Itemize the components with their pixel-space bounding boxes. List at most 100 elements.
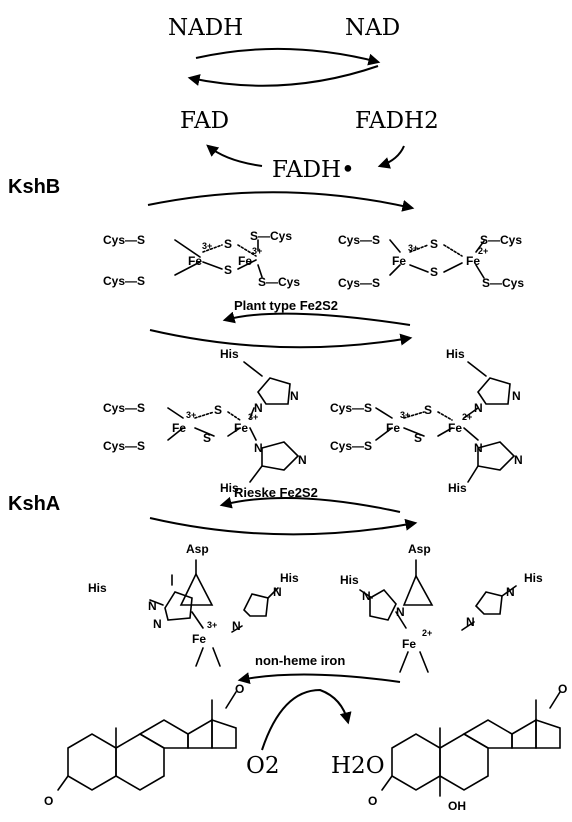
svg-text:S—Cys: S—Cys bbox=[482, 276, 524, 290]
s-bridge-label: S bbox=[203, 431, 211, 445]
o2-to-h2o-arrow bbox=[261, 688, 352, 751]
non-heme-forward-arrow bbox=[149, 517, 418, 536]
rieske-return-arrow bbox=[219, 496, 401, 513]
asp-label: Asp bbox=[186, 542, 209, 556]
nadh-to-nad-arrow bbox=[195, 47, 381, 66]
cys-label: Cys bbox=[103, 274, 125, 288]
cys-label: Cys bbox=[502, 276, 524, 290]
n-label: N bbox=[290, 389, 299, 403]
n-label: N bbox=[232, 619, 241, 633]
o2-label: O2 bbox=[246, 753, 280, 779]
n-label: N bbox=[474, 401, 483, 415]
s-label: S bbox=[372, 276, 380, 290]
s-label: S bbox=[258, 275, 266, 289]
plant-type-return-arrow bbox=[222, 311, 411, 326]
cys-label: Cys bbox=[330, 439, 352, 453]
fe-label: Fe bbox=[192, 632, 206, 646]
s-bridge-label: S bbox=[424, 403, 432, 417]
svg-text:Cys—S: Cys—S bbox=[103, 401, 145, 415]
s-bridge-label: S bbox=[214, 403, 222, 417]
s-bridge-label: S bbox=[414, 431, 422, 445]
s-label: S bbox=[250, 229, 258, 243]
fadh2-to-fadh-arrow bbox=[377, 145, 405, 169]
svg-text:Cys—S: Cys—S bbox=[338, 233, 380, 247]
s-label: S bbox=[480, 233, 488, 247]
fadh-to-fad-arrow bbox=[206, 144, 263, 167]
fe-charge: 3+ bbox=[202, 241, 212, 251]
fe-charge: 3+ bbox=[252, 246, 262, 256]
cys-label: Cys bbox=[103, 233, 125, 247]
his-label: His bbox=[448, 481, 467, 495]
svg-text:Cys—S: Cys—S bbox=[103, 274, 145, 288]
s-bridge-label: S bbox=[430, 237, 438, 251]
fe-label: Fe bbox=[392, 254, 406, 268]
fe-label: Fe bbox=[172, 421, 186, 435]
nadh-label: NADH bbox=[168, 15, 243, 41]
rieske-cluster-oxidized: His N N N N His Cys—S Cys—S Fe 3+ S S Fe… bbox=[103, 347, 307, 495]
non-heme-iron-fe2: His Asp N N N N His Fe 2+ bbox=[340, 542, 543, 673]
fad-label: FAD bbox=[180, 108, 229, 134]
rieske-fe2s2-label: Rieske Fe2S2 bbox=[234, 485, 318, 500]
s-label: S bbox=[482, 276, 490, 290]
fe-charge: 2+ bbox=[478, 246, 488, 256]
s-bridge-label: S bbox=[224, 237, 232, 251]
plant-type-fe2s2-label: Plant type Fe2S2 bbox=[234, 298, 338, 313]
cys-label: Cys bbox=[278, 275, 300, 289]
fe-charge: 3+ bbox=[186, 410, 196, 420]
his-label: His bbox=[88, 581, 107, 595]
cys-label: Cys bbox=[270, 229, 292, 243]
steroid-substrate: O O bbox=[44, 682, 244, 808]
cys-label: Cys bbox=[338, 276, 360, 290]
n-label: N bbox=[153, 617, 162, 631]
plant-type-cluster-reduced: Cys—S Cys—S Fe 3+ S S Fe 2+ S—Cys S—Cys bbox=[338, 233, 524, 290]
non-heme-iron-fe3: His Asp N N N N His Fe 3+ bbox=[88, 542, 299, 667]
asp-label: Asp bbox=[408, 542, 431, 556]
n-label: N bbox=[254, 401, 263, 415]
cys-label: Cys bbox=[500, 233, 522, 247]
fadh2-label: FADH2 bbox=[355, 108, 439, 134]
cys-label: Cys bbox=[338, 233, 360, 247]
rieske-forward-arrow bbox=[149, 329, 413, 349]
n-label: N bbox=[273, 585, 282, 599]
svg-text:Cys—S: Cys—S bbox=[330, 401, 372, 415]
fe-charge: 3+ bbox=[248, 412, 258, 422]
svg-text:Cys—S: Cys—S bbox=[103, 439, 145, 453]
kshb-section-label: KshB bbox=[8, 176, 60, 198]
non-heme-iron-label: non-heme iron bbox=[255, 653, 345, 668]
n-label: N bbox=[148, 599, 157, 613]
n-label: N bbox=[466, 615, 475, 629]
svg-text:Cys—S: Cys—S bbox=[338, 276, 380, 290]
cys-label: Cys bbox=[330, 401, 352, 415]
ketone-oxygen-label: O bbox=[44, 794, 53, 808]
kshb-forward-arrow bbox=[147, 191, 415, 212]
steroid-product: O O OH bbox=[368, 682, 567, 813]
n-label: N bbox=[396, 605, 405, 619]
n-label: N bbox=[474, 441, 483, 455]
s-label: S bbox=[364, 439, 372, 453]
fe-charge: 3+ bbox=[207, 620, 217, 630]
fe-label: Fe bbox=[234, 421, 248, 435]
rieske-cluster-reduced: His N N N N His Cys—S Cys—S Fe 3+ S S Fe… bbox=[330, 347, 523, 495]
ketone-oxygen-label: O bbox=[235, 682, 244, 696]
fe-charge: 2+ bbox=[422, 628, 432, 638]
s-label: S bbox=[372, 233, 380, 247]
his-label: His bbox=[220, 347, 239, 361]
ketone-oxygen-label: O bbox=[558, 682, 567, 696]
his-label: His bbox=[446, 347, 465, 361]
s-label: S bbox=[137, 274, 145, 288]
hydroxyl-label: OH bbox=[448, 799, 466, 813]
s-bridge-label: S bbox=[430, 265, 438, 279]
n-label: N bbox=[506, 585, 515, 599]
his-label: His bbox=[280, 571, 299, 585]
n-label: N bbox=[362, 589, 371, 603]
plant-type-cluster-oxidized: Cys—S Cys—S Fe 3+ S S Fe 3+ S—Cys S—Cys bbox=[103, 229, 300, 289]
fe-charge: 2+ bbox=[462, 412, 472, 422]
non-heme-return-arrow bbox=[237, 672, 401, 685]
s-label: S bbox=[137, 233, 145, 247]
cys-label: Cys bbox=[103, 439, 125, 453]
n-label: N bbox=[298, 453, 307, 467]
his-label: His bbox=[220, 481, 239, 495]
svg-text:S—Cys: S—Cys bbox=[250, 229, 292, 243]
ksha-section-label: KshA bbox=[8, 493, 60, 515]
